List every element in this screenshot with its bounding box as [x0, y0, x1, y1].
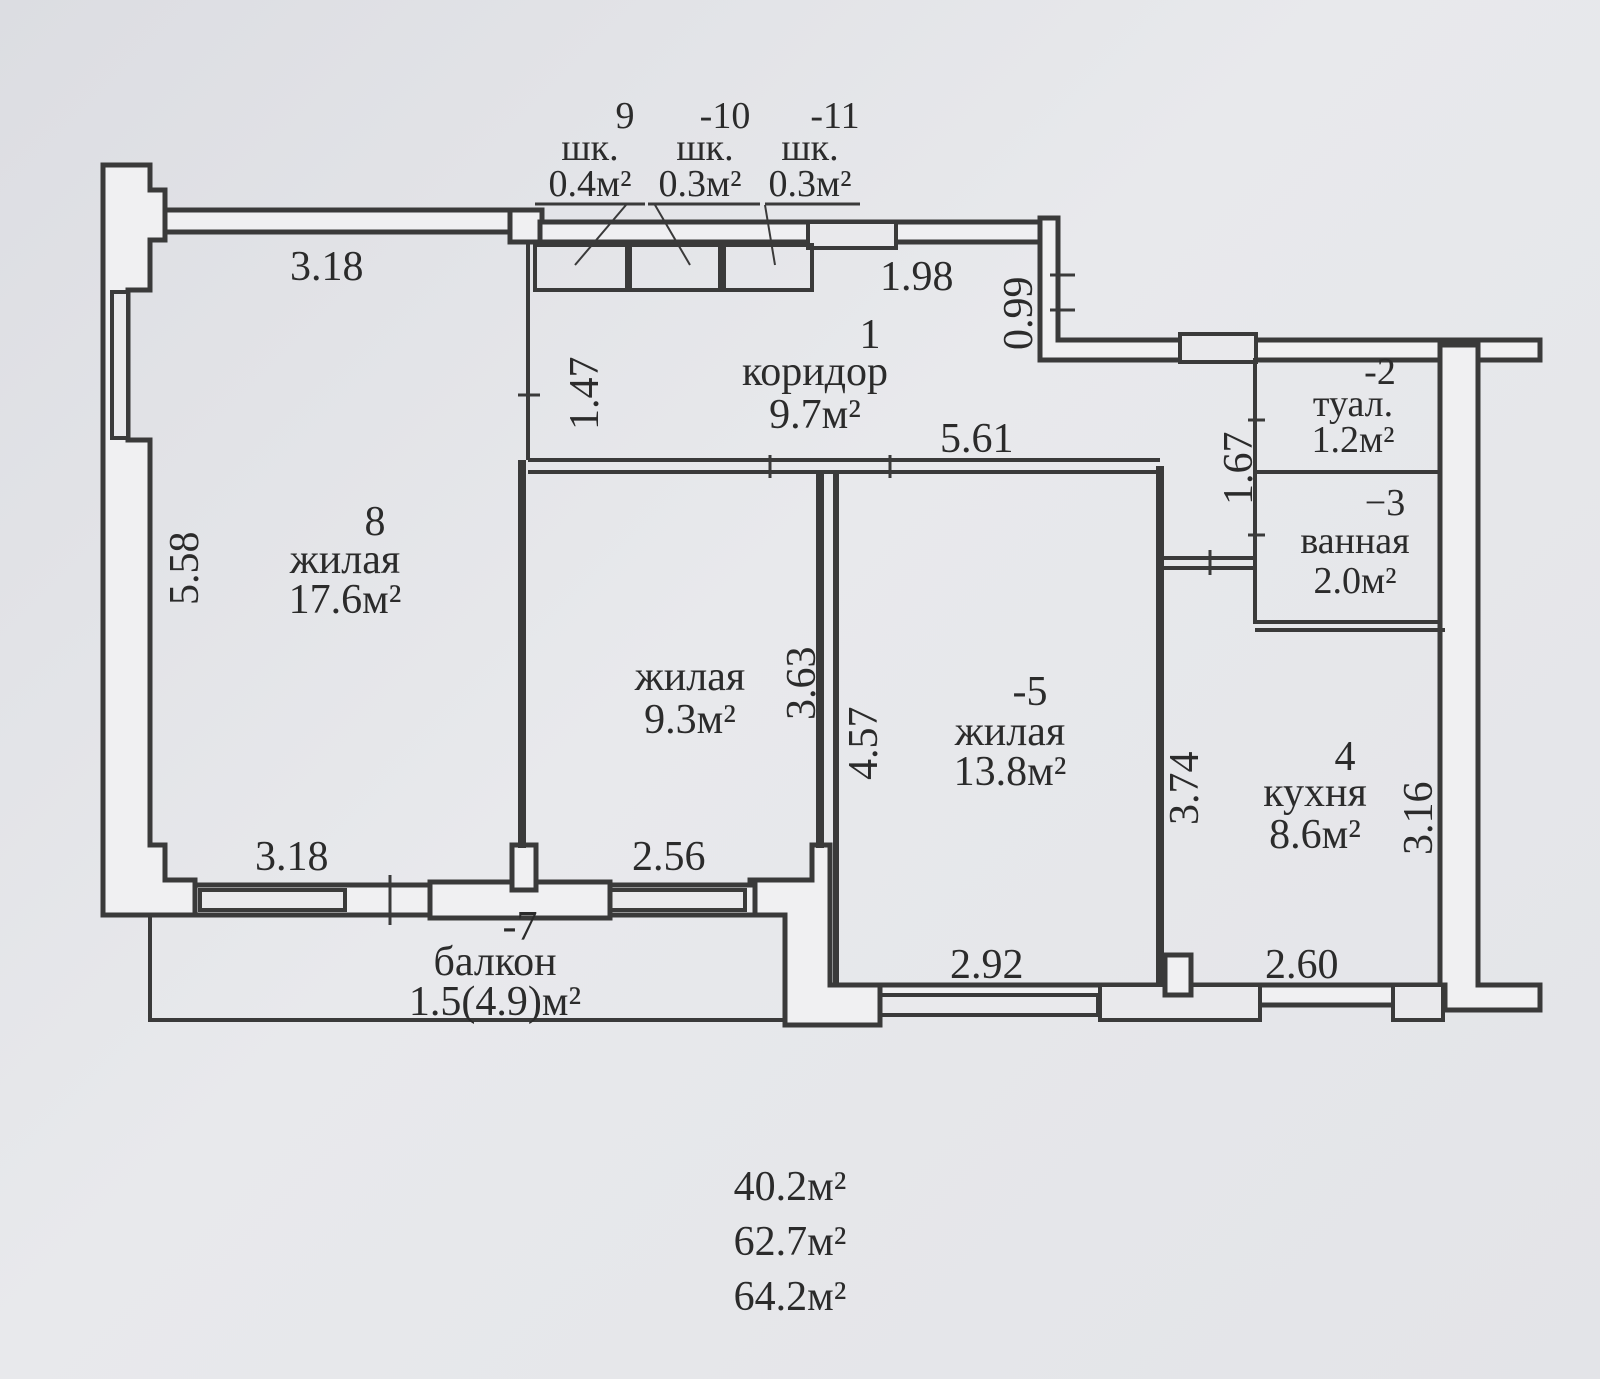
room-name: шк.	[561, 127, 618, 169]
room-name: жилая	[289, 537, 400, 583]
room-area: 1.5(4.9)м²	[409, 979, 581, 1025]
room-number: 4	[1335, 734, 1356, 780]
room-area: 0.4м²	[549, 163, 632, 205]
living-area-total: 40.2м²	[733, 1164, 847, 1210]
closet-9	[533, 243, 629, 292]
dim-kitchen-depth: 3.74	[1162, 752, 1208, 826]
pier-left-room6	[509, 842, 539, 893]
room-area: 0.3м²	[659, 163, 742, 205]
window-room6-bottom	[608, 888, 747, 912]
area-totals: 40.2м² 62.7м² 64.2м²	[700, 1160, 880, 1325]
room-number: −3	[1365, 482, 1405, 524]
balcony-door	[427, 879, 613, 921]
room-area: 17.6м²	[289, 577, 402, 623]
room-number: -7	[503, 904, 538, 950]
room-number: -5	[1013, 669, 1048, 715]
room-name: жилая	[634, 654, 745, 700]
dim-corridor-width: 1.47	[562, 357, 608, 431]
room-name: балкон	[433, 939, 556, 985]
room-area: 9.3м²	[644, 697, 736, 743]
wall-pier-mid	[747, 842, 883, 1028]
window-corridor	[806, 220, 898, 250]
room-5-label: -5 жилая 13.8м²	[954, 669, 1067, 795]
closet-11	[722, 243, 814, 292]
window-left	[110, 290, 130, 440]
room-area: 13.8м²	[954, 749, 1067, 795]
dim-bath-block: 1.67	[1216, 432, 1262, 506]
dim-corridor-length: 5.61	[940, 416, 1014, 462]
total-area: 62.7м²	[733, 1219, 847, 1265]
room-name: коридор	[742, 349, 888, 395]
window-room5-bottom	[878, 993, 1100, 1017]
wall-step	[1037, 215, 1543, 363]
room-toilet-label: -2 туал. 1.2м²	[1312, 351, 1396, 461]
room-area: 1.2м²	[1312, 419, 1395, 461]
room-number: 1	[860, 312, 881, 358]
wall-top-right	[537, 219, 1043, 245]
dim-bottom-room6: 2.56	[632, 834, 706, 880]
room-balcony-label: -7 балкон 1.5(4.9)м²	[409, 904, 581, 1025]
room-6-label: жилая 9.3м²	[634, 654, 745, 743]
dim-room5-depth: 4.57	[841, 707, 887, 781]
room-corridor-label: 1 коридор 9.7м²	[742, 312, 888, 438]
dim-top-left: 3.18	[290, 244, 364, 290]
closet-9-label: 9 шк. 0.4м²	[549, 95, 635, 205]
room-number: -11	[810, 95, 859, 137]
closet-10	[628, 243, 722, 292]
room-number: -10	[700, 95, 751, 137]
room-number: 9	[616, 95, 635, 137]
wall-top-left	[162, 207, 523, 235]
closet-10-label: -10 шк. 0.3м²	[659, 95, 751, 205]
dim-top-corridor: 1.98	[880, 254, 954, 300]
pier-kitchen	[1162, 952, 1194, 998]
total-area-with-balcony: 64.2м²	[733, 1274, 847, 1320]
wall-right-shaft	[1437, 342, 1543, 1013]
pillar-top	[507, 207, 545, 245]
room-area: 0.3м²	[769, 163, 852, 205]
leader-9	[574, 204, 627, 266]
dim-bottom-left: 3.18	[255, 834, 329, 880]
leader-10	[654, 204, 691, 266]
room-name: шк.	[676, 127, 733, 169]
dim-bottom-kitchen: 2.60	[1265, 942, 1339, 988]
closet-11-label: -11 шк. 0.3м²	[769, 95, 860, 205]
dim-room6-depth: 3.63	[779, 647, 825, 721]
balcony-outline	[148, 915, 785, 1022]
room-name: жилая	[954, 709, 1065, 755]
dim-room8-depth: 5.58	[162, 532, 208, 606]
room-8-label: 8 жилая 17.6м²	[289, 499, 402, 623]
door-ticks	[388, 273, 1265, 925]
room-kitchen-label: 4 кухня 8.6м²	[1263, 734, 1367, 858]
window-room8-bottom	[198, 888, 347, 912]
room-name: туал.	[1313, 383, 1393, 425]
dim-bottom-room5: 2.92	[950, 942, 1024, 988]
room-area: 9.7м²	[769, 392, 861, 438]
window-kitchen-bottom-2	[1391, 983, 1445, 1022]
room-number: 8	[365, 499, 386, 545]
room-name: шк.	[781, 127, 838, 169]
room-area: 2.0м²	[1314, 560, 1397, 602]
room-name: ванная	[1300, 520, 1409, 562]
room-number: -2	[1364, 351, 1396, 393]
window-bath	[1178, 332, 1258, 364]
room-name: кухня	[1263, 770, 1367, 816]
bath-walls	[1253, 470, 1442, 624]
dim-kitchen-right: 3.16	[1396, 782, 1442, 856]
room-area: 8.6м²	[1269, 812, 1361, 858]
leader-11	[764, 204, 776, 266]
dim-step: 0.99	[996, 277, 1042, 351]
dimensions: 3.18 1.98 5.61 3.18 2.56 2.92 2.60 0.99 …	[162, 244, 1442, 988]
room-bath-label: −3 ванная 2.0м²	[1300, 482, 1409, 602]
